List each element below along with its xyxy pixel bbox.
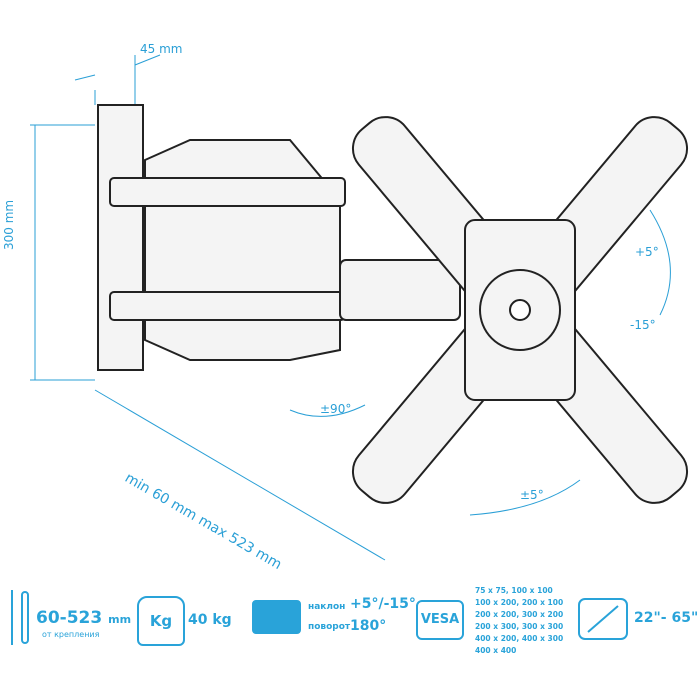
screen-size: 22"- 65" [634, 610, 699, 626]
screen-size-icon [578, 598, 628, 640]
swivel-angle: ±90° [320, 402, 352, 416]
weight-icon: Kg [137, 596, 185, 646]
wall-mount-drawing [30, 54, 689, 561]
vesa-icon: VESA [416, 600, 464, 640]
wall-distance-icon [11, 590, 29, 645]
tilt-value: +5°/-15° [350, 596, 416, 612]
distance-caption: от крепления [42, 630, 100, 639]
tilt-swivel-icon [252, 600, 301, 634]
depth-dimension: 45 mm [140, 42, 183, 56]
distance-unit: mm [108, 613, 132, 626]
swivel-value: 180° [350, 618, 387, 634]
distance-value: 60-523 [36, 608, 103, 628]
tilt-down-angle: -15° [630, 318, 656, 332]
swivel-label: поворот [308, 622, 351, 632]
vesa-sizes-list: 75 x 75, 100 x 100 100 x 200, 200 x 100 … [475, 586, 564, 655]
tilt-up-angle: +5° [635, 245, 659, 259]
height-dimension: 300 mm [2, 199, 16, 250]
rotation-angle: ±5° [520, 488, 544, 502]
weight-value: 40 kg [188, 612, 232, 628]
tilt-label: наклон [308, 602, 346, 612]
spec-bar: 60-523 mm от крепления Kg 40 kg наклон +… [0, 580, 700, 700]
